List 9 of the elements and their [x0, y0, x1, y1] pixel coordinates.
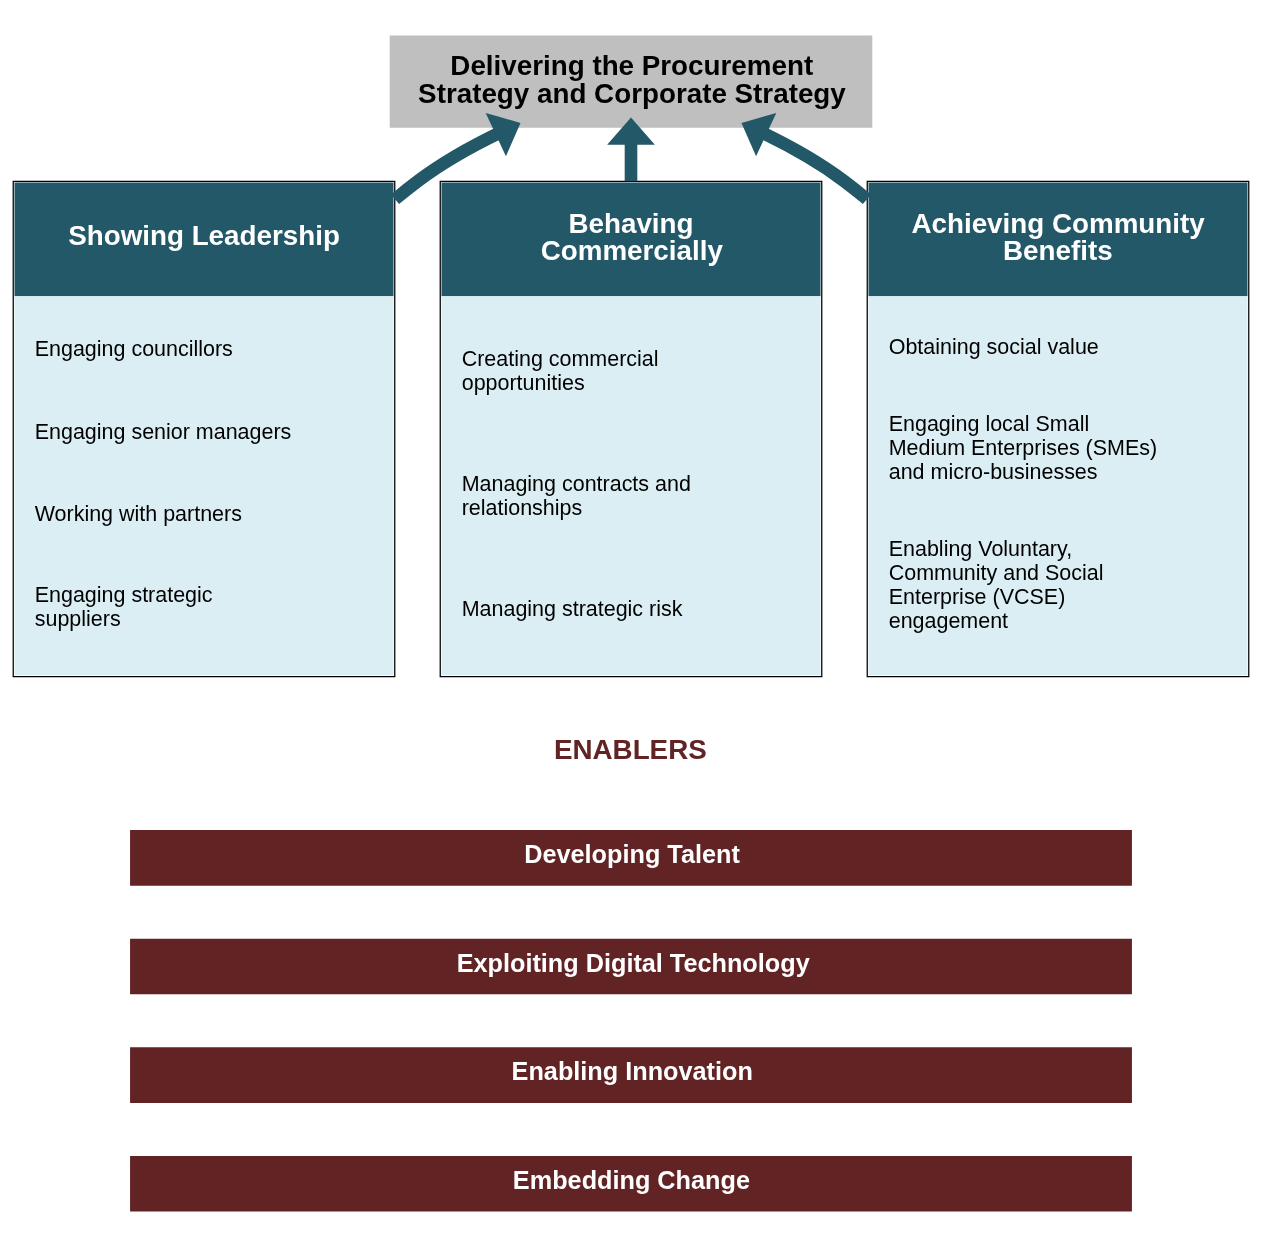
- label: ENABLERS: [553, 733, 707, 765]
- node-box: Embedding Change: [130, 1155, 1132, 1212]
- arrow: [741, 112, 872, 204]
- arrow: [607, 117, 655, 181]
- node-box: Exploiting Digital Technology: [130, 938, 1132, 994]
- node-box: Delivering the Procurement Strategy and Corporate Strategy: [389, 34, 873, 128]
- arrow: [390, 112, 521, 204]
- node-box: Enabling Innovation: [130, 1046, 1132, 1103]
- node-box: Developing Talent: [130, 829, 1132, 886]
